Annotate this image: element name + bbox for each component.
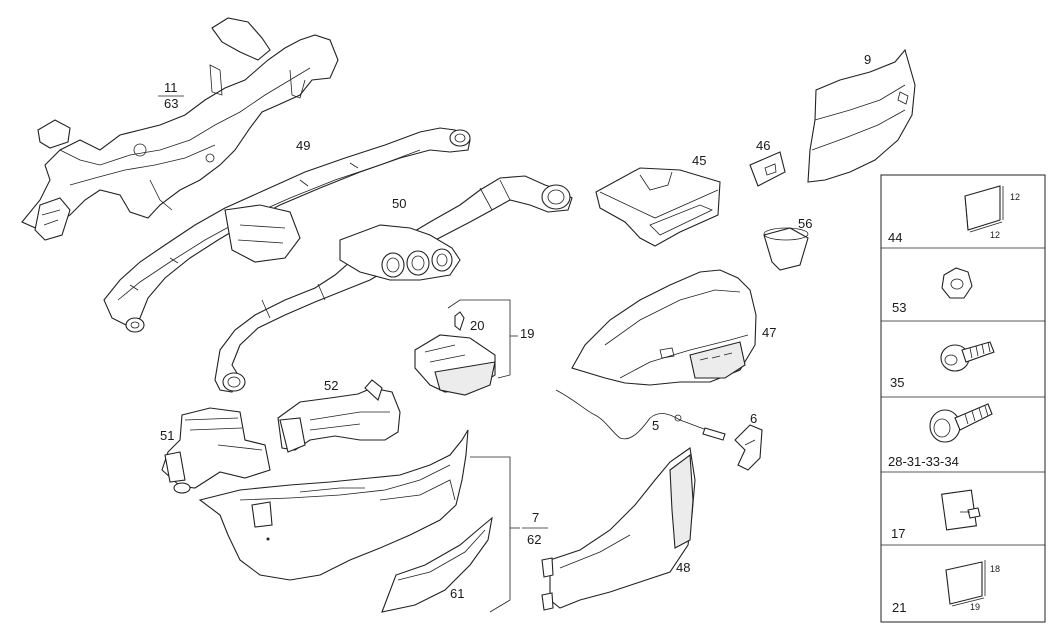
callout-45: 45 xyxy=(692,153,706,168)
label-21: 21 xyxy=(892,600,906,615)
hex-nut-icon xyxy=(941,267,973,299)
part-56-cup xyxy=(763,227,809,271)
panel-item-44: 12 12 44 xyxy=(888,185,1020,245)
callout-11-63: 11 63 xyxy=(158,80,184,111)
part-5-release-cable xyxy=(555,389,726,441)
part-19-outlet-housing xyxy=(414,299,518,396)
dim-44-a: 12 xyxy=(1010,192,1020,202)
part-9-trim-panel xyxy=(807,48,916,183)
part-51-side-duct xyxy=(161,407,271,494)
part-11-crossmember xyxy=(21,17,339,241)
part-52-duct xyxy=(277,379,401,453)
callout-46: 46 xyxy=(756,138,770,153)
callout-11: 11 xyxy=(164,80,178,95)
callout-50: 50 xyxy=(392,196,406,211)
callout-7: 7 xyxy=(532,510,539,525)
dim-44-b: 12 xyxy=(990,230,1000,240)
part-48-side-panel xyxy=(541,447,696,611)
callout-6: 6 xyxy=(750,411,757,426)
label-35: 35 xyxy=(890,375,904,390)
part-6-handle xyxy=(734,424,763,471)
callout-56: 56 xyxy=(798,216,812,231)
clip-icon xyxy=(941,489,981,531)
part-50-vent-duct xyxy=(214,175,573,393)
panel-item-53: 53 xyxy=(892,267,973,315)
callout-5: 5 xyxy=(652,418,659,433)
bolt-icon xyxy=(929,403,993,443)
panel-item-35: 35 xyxy=(890,341,995,390)
panel-item-17: 17 xyxy=(891,489,981,541)
part-46-plate xyxy=(749,151,786,187)
panel-item-28-31-33-34: 28-31-33-34 xyxy=(888,403,993,469)
panel-item-21: 18 19 21 xyxy=(892,560,1000,615)
callout-7-62: 7 62 xyxy=(470,456,548,613)
label-44: 44 xyxy=(888,230,902,245)
label-28-31-33-34: 28-31-33-34 xyxy=(888,454,959,469)
label-17: 17 xyxy=(891,526,905,541)
callout-48: 48 xyxy=(676,560,690,575)
foam-pad-icon xyxy=(945,561,983,605)
callout-61: 61 xyxy=(450,586,464,601)
part-20-clip xyxy=(454,311,465,331)
callout-51: 51 xyxy=(160,428,174,443)
dim-21-a: 18 xyxy=(990,564,1000,574)
part-49-duct-rail xyxy=(103,127,471,333)
callout-19: 19 xyxy=(520,326,534,341)
callout-20: 20 xyxy=(470,318,484,333)
callout-9: 9 xyxy=(864,52,871,67)
part-7-lower-cover xyxy=(198,429,469,581)
callout-52: 52 xyxy=(324,378,338,393)
callout-63: 63 xyxy=(164,96,178,111)
small-parts-panel: 12 12 44 53 35 xyxy=(880,174,1046,623)
flange-screw-icon xyxy=(940,341,995,372)
part-61-trim-strip xyxy=(381,516,493,613)
part-47-console xyxy=(571,269,757,386)
callout-62: 62 xyxy=(527,532,541,547)
dim-21-b: 19 xyxy=(970,602,980,612)
callout-47: 47 xyxy=(762,325,776,340)
label-53: 53 xyxy=(892,300,906,315)
part-45-bracket xyxy=(595,167,721,247)
callout-49: 49 xyxy=(296,138,310,153)
